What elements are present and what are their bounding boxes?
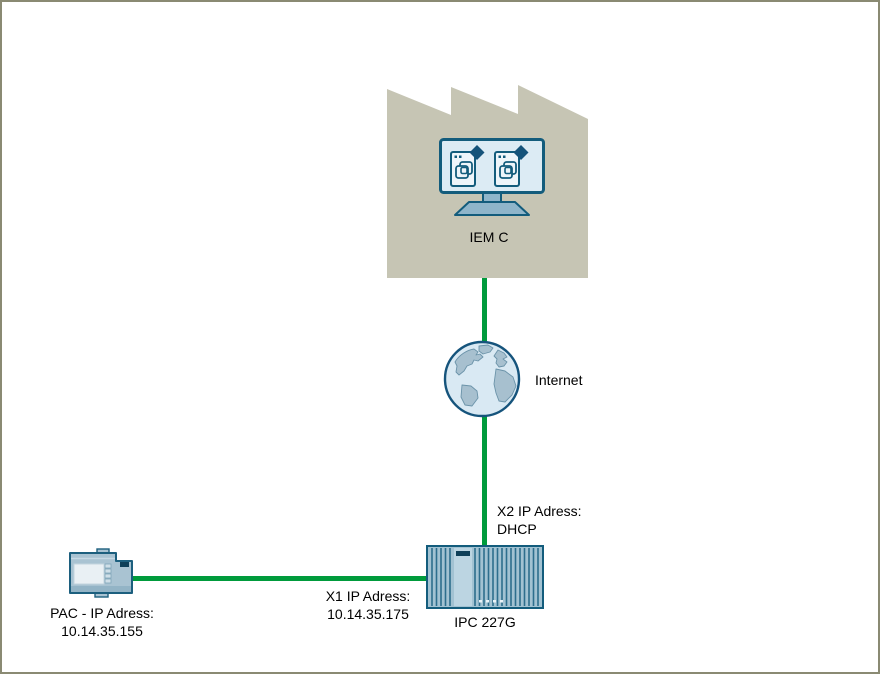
pac-front-panel xyxy=(73,563,105,585)
internet-label: Internet xyxy=(535,372,583,388)
iem-monitor-icon xyxy=(439,138,545,216)
edge-app-icon xyxy=(450,145,485,187)
din-rail-strip xyxy=(71,586,131,592)
ethernet-link-horizontal xyxy=(132,576,426,581)
status-leds xyxy=(479,600,503,603)
ipc-label: IPC 227G xyxy=(454,614,516,630)
x2-address-label: X2 IP Adress: DHCP xyxy=(497,502,582,538)
globe-icon xyxy=(443,340,521,418)
pac-icon xyxy=(69,548,133,598)
front-panel xyxy=(454,548,472,606)
ipc-icon xyxy=(426,545,544,609)
panel-slot xyxy=(456,551,470,556)
x2-address-line1: X2 IP Adress: xyxy=(497,503,582,519)
x1-address-line2: 10.14.35.175 xyxy=(327,606,409,622)
iem-label: IEM C xyxy=(469,229,509,245)
x2-address-line2: DHCP xyxy=(497,521,537,537)
pac-label-line2: 10.14.35.155 xyxy=(61,623,143,639)
x1-address-line1: X1 IP Adress: xyxy=(325,588,411,604)
ethernet-port xyxy=(120,562,129,567)
pac-label: PAC - IP Adress: 10.14.35.155 xyxy=(32,604,172,640)
pac-label-line1: PAC - IP Adress: xyxy=(50,605,154,621)
terminal-block xyxy=(104,563,112,584)
monitor-stand-base xyxy=(454,201,530,216)
edge-app-icon xyxy=(494,145,529,187)
x1-address-label: X1 IP Adress: 10.14.35.175 xyxy=(313,587,423,623)
heatsink-ribs xyxy=(431,548,539,606)
